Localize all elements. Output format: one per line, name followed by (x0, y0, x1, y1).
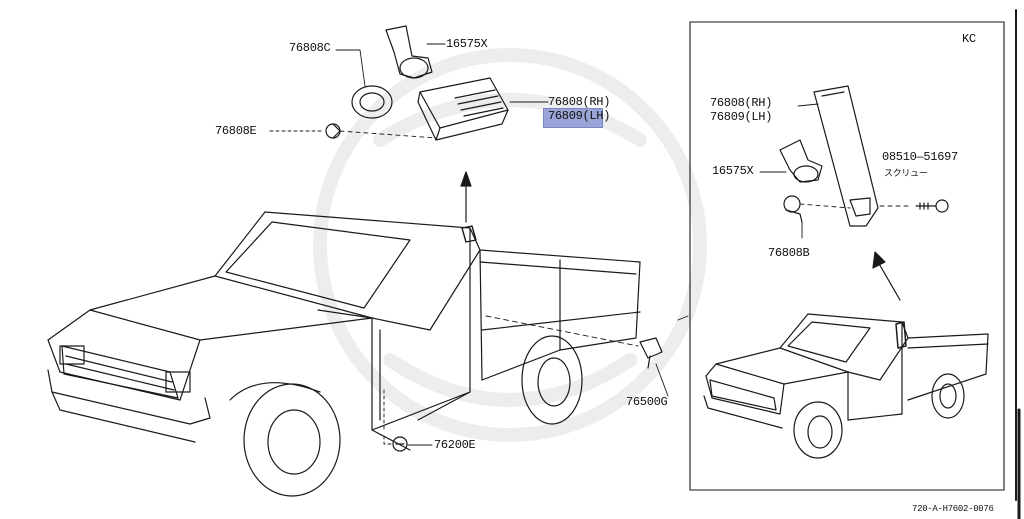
inset-truck (703, 313, 989, 459)
main-truck (47, 211, 641, 497)
label-16575X-inset[interactable]: 16575X (712, 164, 754, 178)
label-76808C[interactable]: 76808C (289, 41, 331, 55)
duct-16575X-inset (779, 139, 823, 183)
screw-08510 (915, 199, 949, 213)
pillar-trim-76808 (813, 85, 879, 227)
label-76200E[interactable]: 76200E (434, 438, 476, 452)
label-16575X-top[interactable]: 16575X (446, 37, 488, 51)
label-76808RH-inset[interactable]: 76808(RH) (710, 96, 773, 110)
clip-76808E (325, 123, 341, 139)
inset-frame (689, 21, 1005, 491)
inset-code: KC (962, 32, 976, 46)
label-screw-kana: スクリュー (884, 169, 928, 179)
label-76808RH-top[interactable]: 76808(RH) (548, 95, 611, 109)
watermark (313, 48, 707, 442)
drawing-code: 720-A-H7602-0076 (912, 504, 994, 514)
label-76809LH-top[interactable]: 76809(LH) (548, 109, 611, 123)
duct-16575X-top (385, 25, 433, 79)
highlight-box (543, 108, 603, 128)
clip-76200E (392, 436, 408, 452)
label-08510-51697[interactable]: 08510—51697 (882, 150, 958, 164)
grommet-76808C (351, 85, 393, 119)
outlet-grille-76808 (417, 77, 509, 141)
clip-76808B (783, 195, 803, 223)
label-76500G[interactable]: 76500G (626, 395, 668, 409)
label-76808E[interactable]: 76808E (215, 124, 257, 138)
label-76808B[interactable]: 76808B (768, 246, 810, 260)
lamp-76500G (639, 337, 663, 369)
label-76809LH-inset[interactable]: 76809(LH) (710, 110, 773, 124)
